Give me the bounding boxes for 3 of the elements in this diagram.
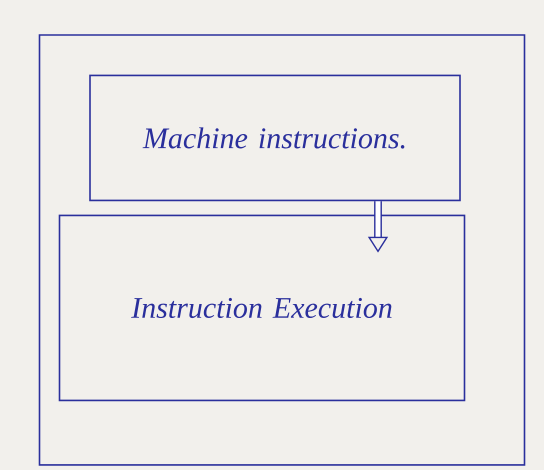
process-box: Instruction Execution	[58, 214, 466, 402]
outer-frame	[38, 34, 526, 466]
process-box: Machine instructions.	[89, 74, 461, 202]
